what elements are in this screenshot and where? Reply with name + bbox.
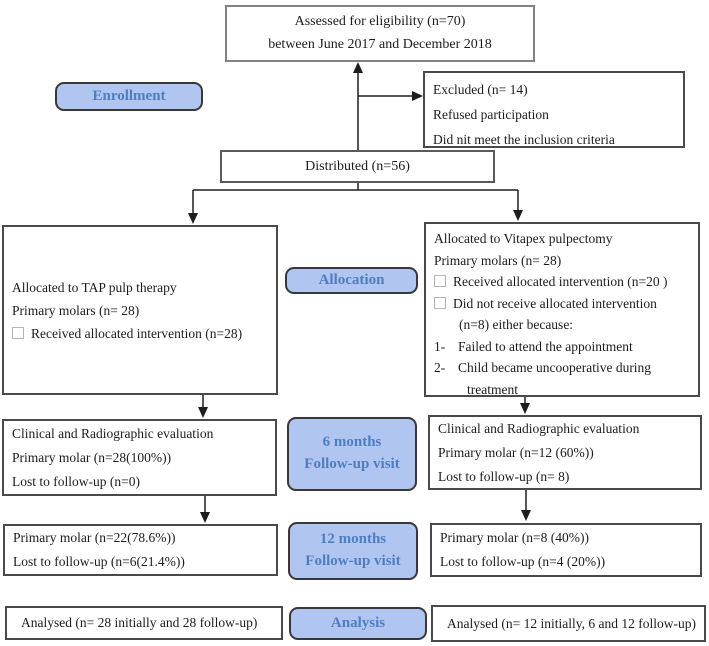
vitapex-alloc-notreceived: Did not receive allocated intervention — [434, 293, 690, 315]
vitapex-alloc-reason2: 2- Child became uncooperative during — [434, 360, 652, 375]
arrow-down-right-6mo — [520, 403, 530, 414]
vitapex-6mo-box: Clinical and Radiographic evaluation Pri… — [428, 415, 702, 490]
tap-analysed-box: Analysed (n= 28 initially and 28 follow-… — [5, 606, 283, 640]
enrollment-stage-label: Enrollment — [55, 82, 203, 111]
vitapex-analysed-box: Analysed (n= 12 initially, 6 and 12 foll… — [431, 605, 706, 642]
vitapex-alloc-line1: Allocated to Vitapex pulpectomy — [434, 231, 613, 246]
excluded-line: Refused participation — [433, 107, 549, 122]
allocation-label-text: Allocation — [318, 271, 385, 288]
vitapex-alloc-received: Received allocated intervention (n=20 ) — [434, 271, 690, 293]
tap-alloc-line1: Allocated to TAP pulp therapy — [12, 279, 177, 295]
arrow-down-right-alloc — [513, 210, 523, 221]
six-months-stage-label: 6 months Follow-up visit — [287, 417, 417, 491]
tap-alloc-line2: Primary molars (n= 28) — [12, 302, 140, 318]
checkbox-icon — [434, 275, 446, 287]
vitapex-allocation-box: Allocated to Vitapex pulpectomy Primary … — [424, 222, 700, 397]
six-months-line2: Follow-up visit — [304, 456, 400, 472]
tap-analysed-text: Analysed (n= 28 initially and 28 follow-… — [21, 615, 258, 630]
analysis-stage-label: Analysis — [289, 607, 427, 640]
tap-6mo-line: Clinical and Radiographic evaluation — [12, 425, 214, 441]
vitapex-12mo-box: Primary molar (n=8 (40%)) Lost to follow… — [430, 523, 702, 577]
eligibility-line2: between June 2017 and December 2018 — [268, 37, 492, 52]
tap-allocation-box: Allocated to TAP pulp therapy Primary mo… — [2, 225, 278, 395]
vitapex-12mo-line: Lost to follow-up (n=4 (20%)) — [440, 554, 606, 569]
excluded-box: Excluded (n= 14) Refused participation D… — [423, 71, 685, 148]
arrow-down-left-12mo — [200, 512, 210, 523]
tap-6mo-box: Clinical and Radiographic evaluation Pri… — [2, 419, 277, 496]
arrow-right-excluded — [412, 91, 423, 101]
tap-12mo-box: Primary molar (n=22(78.6%)) Lost to foll… — [3, 524, 278, 576]
six-months-line1: 6 months — [322, 434, 382, 451]
allocation-stage-label: Allocation — [285, 267, 418, 294]
checkbox-icon — [434, 296, 446, 309]
tap-12mo-line: Lost to follow-up (n=6(21.4%)) — [13, 554, 185, 569]
arrow-down-left-6mo — [198, 407, 208, 418]
checkbox-icon — [12, 326, 24, 339]
distributed-text: Distributed (n=56) — [305, 158, 410, 174]
excluded-line: Did nit meet the inclusion criteria — [433, 132, 615, 147]
tap-alloc-received: Received allocated intervention (n=28) — [12, 322, 268, 345]
eligibility-box: Assessed for eligibility (n=70) between … — [225, 5, 535, 62]
vitapex-analysed-text: Analysed (n= 12 initially, 6 and 12 foll… — [447, 615, 696, 631]
twelve-months-line1: 12 months — [319, 531, 387, 548]
distributed-box: Distributed (n=56) — [220, 150, 495, 183]
arrow-down-left-alloc — [188, 213, 198, 224]
analysis-label-text: Analysis — [330, 614, 386, 631]
vitapex-6mo-line: Lost to follow-up (n= 8) — [438, 468, 570, 484]
eligibility-line1: Assessed for eligibility (n=70) — [294, 14, 466, 29]
vitapex-6mo-line: Clinical and Radiographic evaluation — [438, 420, 640, 436]
twelve-months-stage-label: 12 months Follow-up visit — [288, 522, 418, 580]
vitapex-12mo-line: Primary molar (n=8 (40%)) — [440, 530, 589, 545]
tap-12mo-line: Primary molar (n=22(78.6%)) — [13, 530, 176, 545]
excluded-line: Excluded (n= 14) — [433, 82, 528, 97]
tap-6mo-line: Primary molar (n=28(100%)) — [12, 449, 172, 465]
arrow-down-right-12mo — [521, 510, 531, 521]
twelve-months-line2: Follow-up visit — [305, 553, 401, 569]
enrollment-label-text: Enrollment — [92, 87, 166, 104]
vitapex-alloc-reason2-cont: treatment — [467, 381, 518, 397]
vitapex-alloc-reason1: 1- Failed to attend the appointment — [434, 338, 633, 354]
vitapex-6mo-line: Primary molar (n=12 (60%)) — [438, 444, 594, 460]
arrow-up-eligibility — [353, 62, 363, 73]
tap-6mo-line: Lost to follow-up (n=0) — [12, 473, 140, 489]
vitapex-alloc-notreceived-cont: (n=8) either because: — [459, 317, 574, 332]
vitapex-alloc-line2: Primary molars (n= 28) — [434, 252, 562, 268]
